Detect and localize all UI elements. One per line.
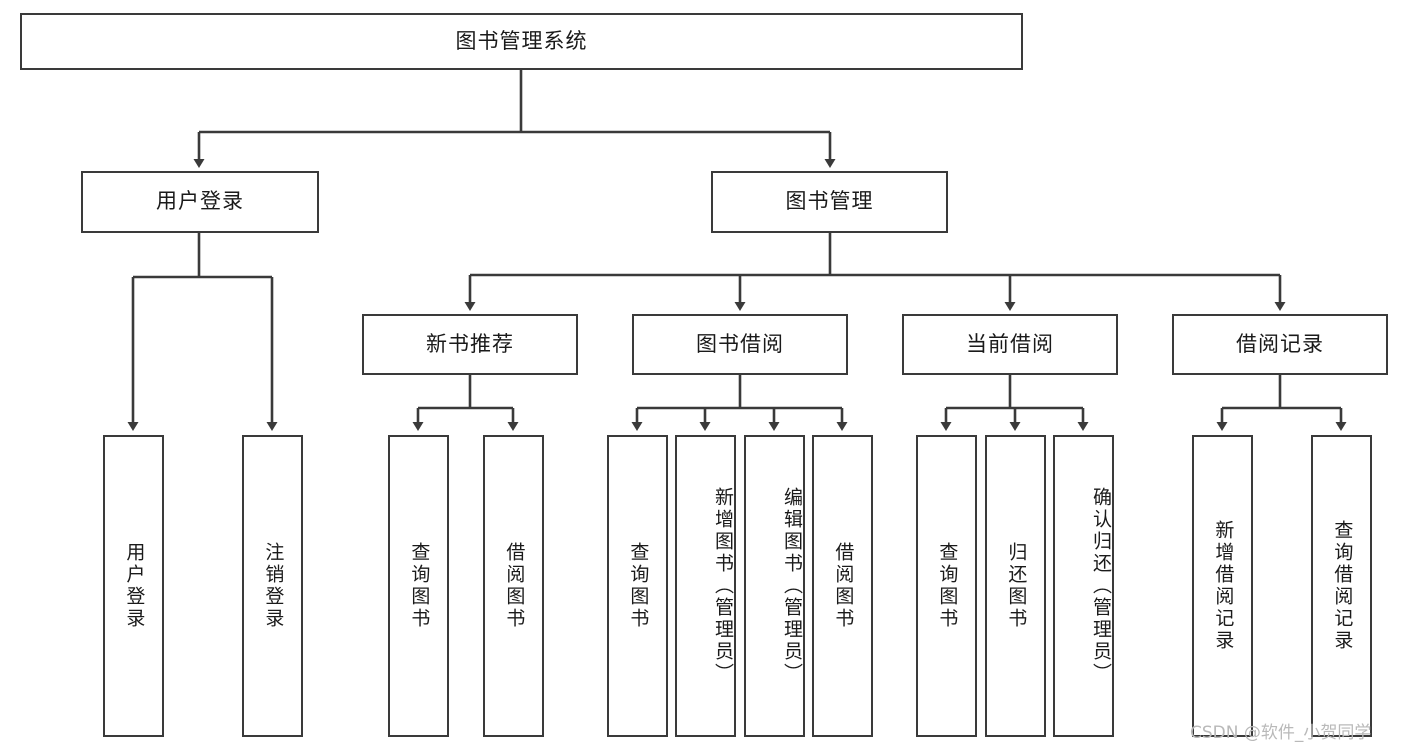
leaf-query-book-borrow-label: 查询图书	[627, 542, 650, 630]
leaf-edit-book-label: 编辑图书（管理员）	[781, 487, 803, 685]
node-root[interactable]: 图书管理系统	[20, 13, 1023, 70]
leaf-add-record-label: 新增借阅记录	[1212, 520, 1235, 652]
node-current-borrow-label: 当前借阅	[966, 331, 1054, 356]
leaf-confirm-return-label: 确认归还（管理员）	[1090, 487, 1112, 685]
leaf-borrow-book-new[interactable]: 借阅图书	[483, 435, 544, 737]
node-book-management-label: 图书管理	[785, 189, 874, 214]
node-new-book-recommend-label: 新书推荐	[426, 331, 514, 356]
node-user-login[interactable]: 用户登录	[81, 171, 319, 233]
leaf-add-record[interactable]: 新增借阅记录	[1192, 435, 1253, 737]
node-book-borrow-label: 图书借阅	[696, 331, 784, 356]
leaf-query-book-new[interactable]: 查询图书	[388, 435, 449, 737]
leaf-user-login[interactable]: 用户登录	[103, 435, 164, 737]
node-book-borrow[interactable]: 图书借阅	[632, 314, 848, 375]
leaf-borrow-book-label: 借阅图书	[832, 542, 855, 630]
node-root-label: 图书管理系统	[455, 28, 588, 53]
node-borrow-record-label: 借阅记录	[1236, 331, 1324, 356]
node-borrow-record[interactable]: 借阅记录	[1172, 314, 1388, 375]
leaf-add-book-label: 新增图书（管理员）	[712, 487, 734, 685]
leaf-query-record-label: 查询借阅记录	[1331, 520, 1354, 652]
watermark: CSDN @软件_小贺同学	[1190, 723, 1372, 743]
node-new-book-recommend[interactable]: 新书推荐	[362, 314, 578, 375]
leaf-confirm-return[interactable]: 确认归还（管理员）	[1053, 435, 1114, 737]
leaf-borrow-book[interactable]: 借阅图书	[812, 435, 873, 737]
leaf-query-book-new-label: 查询图书	[408, 542, 431, 630]
leaf-query-book-borrow[interactable]: 查询图书	[607, 435, 668, 737]
leaf-add-book[interactable]: 新增图书（管理员）	[675, 435, 736, 737]
leaf-edit-book[interactable]: 编辑图书（管理员）	[744, 435, 805, 737]
leaf-user-login-label: 用户登录	[123, 542, 146, 630]
leaf-return-book-label: 归还图书	[1005, 542, 1028, 630]
node-user-login-label: 用户登录	[156, 189, 244, 214]
node-current-borrow[interactable]: 当前借阅	[902, 314, 1118, 375]
leaf-return-book[interactable]: 归还图书	[985, 435, 1046, 737]
leaf-query-book-current[interactable]: 查询图书	[916, 435, 977, 737]
leaf-borrow-book-new-label: 借阅图书	[503, 542, 526, 630]
leaf-logout[interactable]: 注销登录	[242, 435, 303, 737]
leaf-query-record[interactable]: 查询借阅记录	[1311, 435, 1372, 737]
leaf-query-book-current-label: 查询图书	[936, 542, 959, 630]
node-book-management[interactable]: 图书管理	[711, 171, 948, 233]
leaf-logout-label: 注销登录	[262, 542, 285, 630]
